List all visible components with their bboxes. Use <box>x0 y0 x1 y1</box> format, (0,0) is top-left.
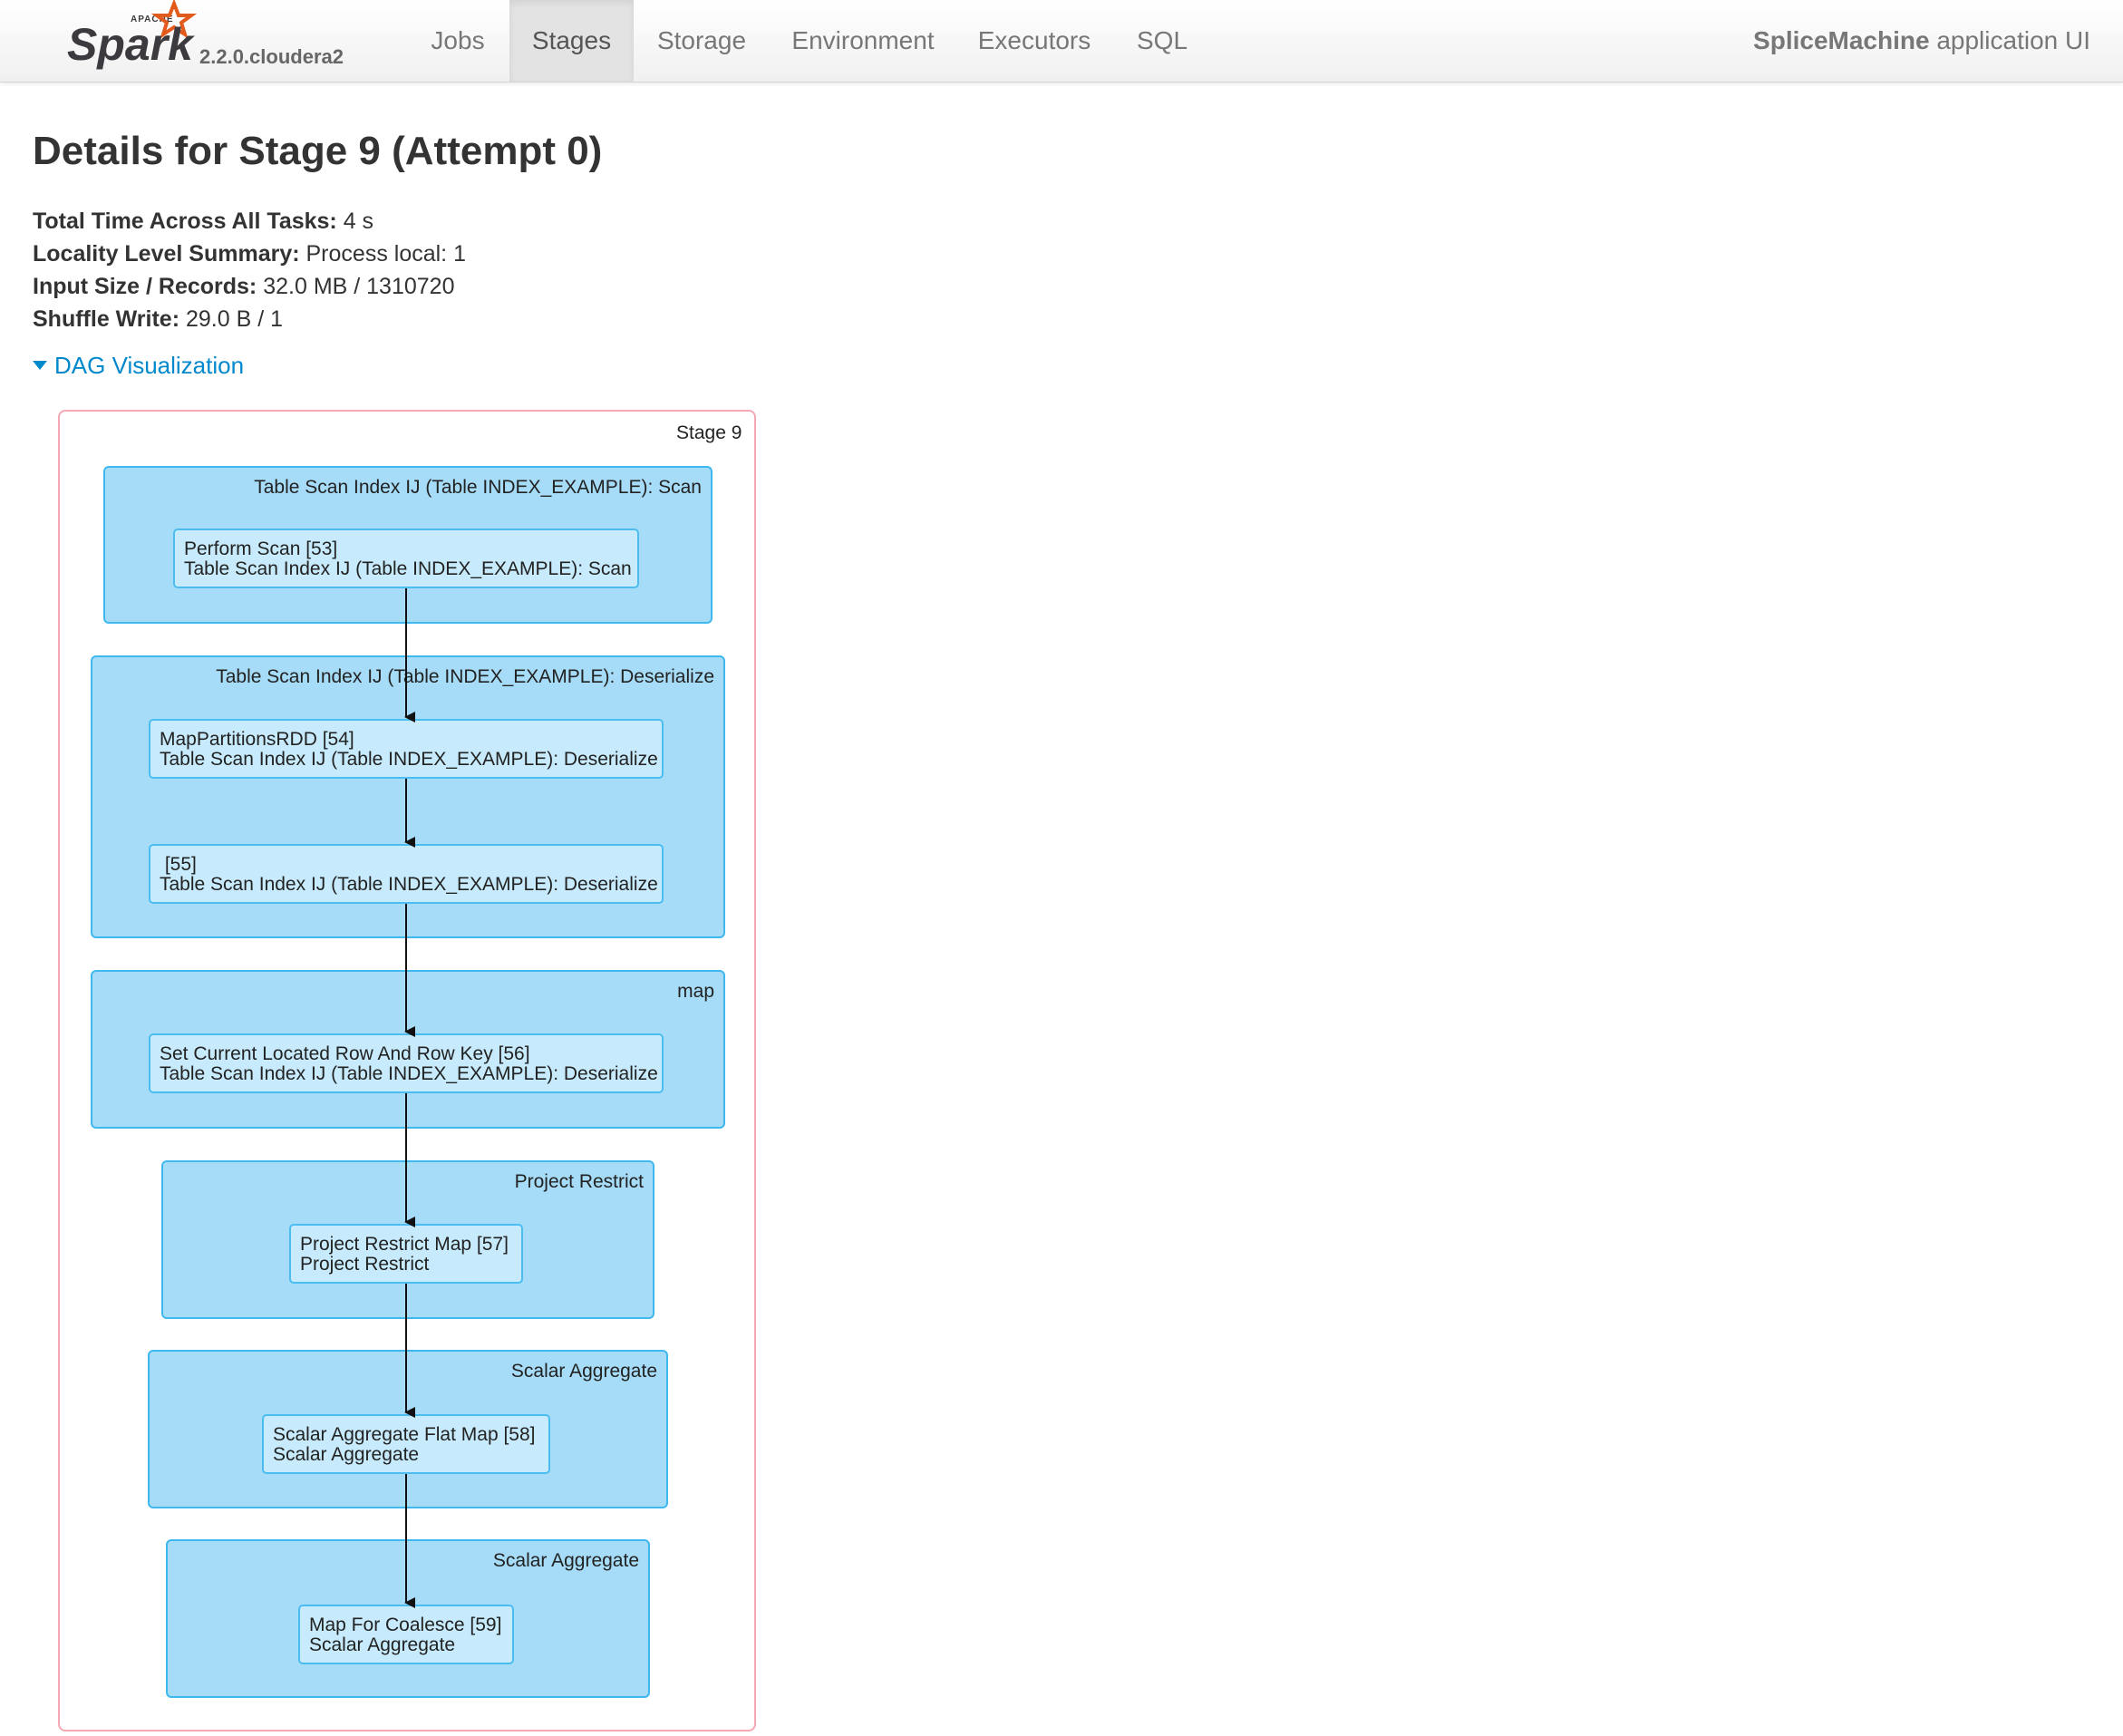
spark-brand[interactable]: APACHE Spark 2.2.0.cloudera2 <box>63 0 363 82</box>
node-subtitle: Project Restrict <box>300 1254 430 1275</box>
node-subtitle: Scalar Aggregate <box>309 1634 456 1655</box>
summary-key: Shuffle Write: <box>33 306 180 332</box>
page-title: Details for Stage 9 (Attempt 0) <box>33 129 603 173</box>
top-navbar: APACHE Spark 2.2.0.cloudera2 Jobs Stages… <box>0 0 2123 82</box>
node-title: Set Current Located Row And Row Key [56] <box>160 1043 530 1064</box>
cluster-label: Scalar Aggregate <box>510 1361 657 1382</box>
tab-storage[interactable]: Storage <box>656 26 747 54</box>
tab-jobs[interactable]: Jobs <box>431 26 485 54</box>
summary-locality: Locality Level Summary: Process local: 1 <box>33 238 466 270</box>
node-subtitle: Table Scan Index IJ (Table INDEX_EXAMPLE… <box>160 749 658 770</box>
cluster-label: Table Scan Index IJ (Table INDEX_EXAMPLE… <box>216 666 714 687</box>
cluster-label: Project Restrict <box>514 1171 644 1192</box>
spark-logo-text: Spark <box>67 19 195 70</box>
node-title: Scalar Aggregate Flat Map [58] <box>273 1424 536 1445</box>
cluster-label: Table Scan Index IJ (Table INDEX_EXAMPLE… <box>254 477 702 498</box>
cluster-label: map <box>677 981 714 1002</box>
summary-value: 29.0 B / 1 <box>179 306 284 332</box>
tab-executors[interactable]: Executors <box>977 26 1091 54</box>
app-name: SpliceMachine application UI <box>1753 0 2090 82</box>
summary-key: Input Size / Records: <box>33 274 257 299</box>
tab-stages[interactable]: Stages <box>509 0 634 82</box>
node-title: [55] <box>160 854 197 875</box>
dag-visualization-toggle[interactable]: DAG Visualization <box>33 352 244 380</box>
summary-value: 32.0 MB / 1310720 <box>257 274 455 299</box>
node-title: MapPartitionsRDD [54] <box>160 729 354 750</box>
summary-value: Process local: 1 <box>299 241 466 267</box>
tab-sql[interactable]: SQL <box>1136 26 1188 54</box>
stage-label: Stage 9 <box>676 422 742 443</box>
app-name-bold: SpliceMachine <box>1753 26 1930 54</box>
dag-toggle-label: DAG Visualization <box>54 352 245 379</box>
node-subtitle: Table Scan Index IJ (Table INDEX_EXAMPLE… <box>160 874 658 895</box>
node-subtitle: Scalar Aggregate <box>273 1444 420 1465</box>
node-subtitle: Table Scan Index IJ (Table INDEX_EXAMPLE… <box>160 1063 658 1084</box>
caret-down-icon <box>33 361 47 371</box>
node-title: Project Restrict Map [57] <box>300 1234 509 1255</box>
summary-input-size: Input Size / Records: 32.0 MB / 1310720 <box>33 270 466 303</box>
summary-key: Total Time Across All Tasks: <box>33 209 337 234</box>
summary-shuffle-write: Shuffle Write: 29.0 B / 1 <box>33 303 466 335</box>
rdd-node-58[interactable]: Scalar Aggregate Flat Map [58] Scalar Ag… <box>262 1414 550 1474</box>
cluster-label: Scalar Aggregate <box>492 1550 639 1571</box>
rdd-node-59[interactable]: Map For Coalesce [59] Scalar Aggregate <box>298 1605 514 1664</box>
spark-logo-top-text: APACHE <box>131 15 173 24</box>
spark-logo-icon: APACHE Spark <box>67 0 198 70</box>
rdd-node-57[interactable]: Project Restrict Map [57] Project Restri… <box>289 1224 523 1284</box>
rdd-node-54[interactable]: MapPartitionsRDD [54] Table Scan Index I… <box>149 719 664 779</box>
summary-value: 4 s <box>336 209 374 234</box>
rdd-node-56[interactable]: Set Current Located Row And Row Key [56]… <box>149 1033 664 1093</box>
node-subtitle: Table Scan Index IJ (Table INDEX_EXAMPLE… <box>184 558 632 579</box>
stage-summary: Total Time Across All Tasks: 4 s Localit… <box>33 205 466 335</box>
spark-star-icon <box>150 0 198 39</box>
node-title: Map For Coalesce [59] <box>309 1615 502 1635</box>
summary-total-time: Total Time Across All Tasks: 4 s <box>33 205 466 238</box>
tab-environment[interactable]: Environment <box>791 26 935 54</box>
rdd-node-53[interactable]: Perform Scan [53] Table Scan Index IJ (T… <box>173 529 639 588</box>
app-name-rest: application UI <box>1929 26 2090 54</box>
rdd-node-55[interactable]: [55] Table Scan Index IJ (Table INDEX_EX… <box>149 844 664 904</box>
summary-key: Locality Level Summary: <box>33 241 300 267</box>
spark-version: 2.2.0.cloudera2 <box>199 45 344 68</box>
node-title: Perform Scan [53] <box>184 538 338 559</box>
